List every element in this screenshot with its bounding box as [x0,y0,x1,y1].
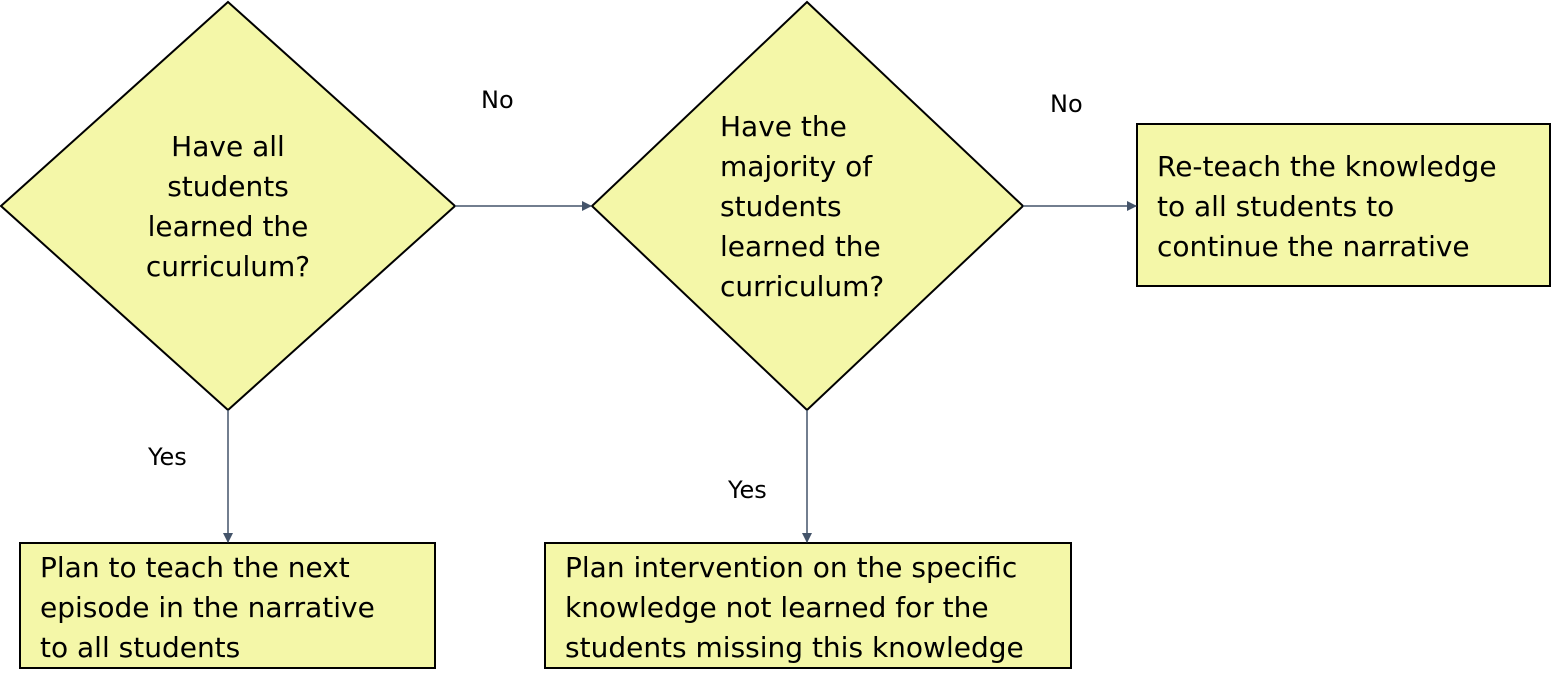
intervention-text: Plan intervention on the specific knowle… [565,548,1065,668]
decision-2-line: majority of [720,150,873,183]
next-episode-line: to all students [40,631,241,664]
decision-1-line: learned the [147,210,309,243]
decision-1-text: Have all students learned the curriculum… [108,127,348,287]
reteach-box [1136,123,1551,287]
edge-label-d1-no: No [481,86,514,114]
intervention-line: Plan intervention on the specific [565,551,1018,584]
intervention-line: knowledge not learned for the [565,591,989,624]
intervention-line: students missing this knowledge [565,631,1024,664]
reteach-line: to all students to [1157,190,1395,223]
edge-label-d1-yes: Yes [148,443,187,471]
decision-2-text: Have the majority of students learned th… [720,107,920,307]
next-episode-line: episode in the narrative [40,591,375,624]
reteach-line: Re-teach the knowledge [1157,150,1497,183]
decision-1-line: Have all [171,130,285,163]
next-episode-text: Plan to teach the next episode in the na… [40,548,430,668]
decision-2-line: curriculum? [720,270,885,303]
decision-1-line: curriculum? [145,250,311,283]
reteach-line: continue the narrative [1157,230,1470,263]
edge-label-d2-yes: Yes [728,476,767,504]
intervention-box [544,542,1072,669]
decision-2-line: Have the [720,110,847,143]
decision-2-line: learned the [720,230,881,263]
edge-label-d2-no: No [1050,90,1083,118]
decision-1-line: students [167,170,289,203]
reteach-text: Re-teach the knowledge to all students t… [1157,147,1542,267]
decision-2-line: students [720,190,842,223]
next-episode-line: Plan to teach the next [40,551,350,584]
next-episode-box [19,542,436,669]
